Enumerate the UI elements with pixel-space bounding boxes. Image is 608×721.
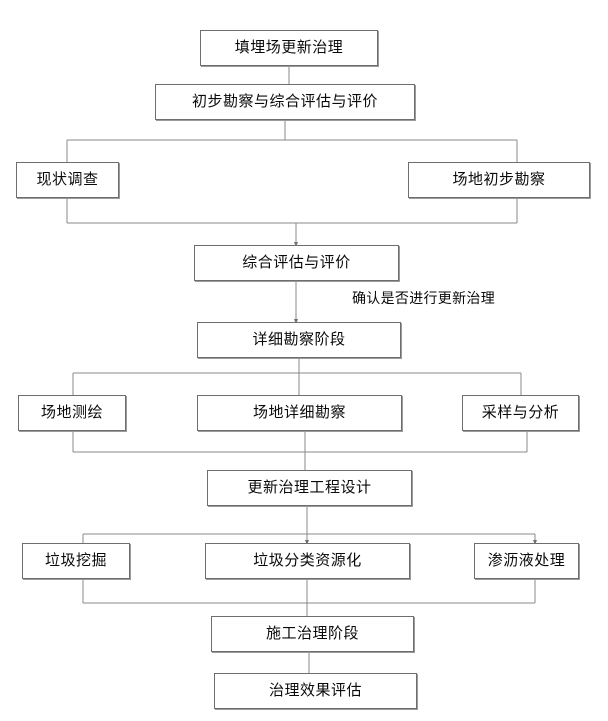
- node-label: 场地测绘: [40, 404, 103, 421]
- node-label: 详细勘察阶段: [252, 331, 346, 348]
- node-landfill-renewal-treatment[interactable]: 填埋场更新治理: [200, 30, 378, 66]
- annotation-confirm-renewal-decision: 确认是否进行更新治理: [352, 292, 495, 307]
- node-label: 场地初步勘察: [452, 171, 546, 188]
- node-construction-treatment-stage[interactable]: 施工治理阶段: [211, 616, 414, 652]
- node-label: 填埋场更新治理: [234, 39, 344, 56]
- node-label: 场地详细勘察: [252, 404, 346, 421]
- node-waste-sorting-resource-recovery[interactable]: 垃圾分类资源化: [205, 543, 410, 579]
- node-label: 更新治理工程设计: [247, 479, 372, 496]
- node-site-preliminary-survey[interactable]: 场地初步勘察: [408, 162, 590, 198]
- node-leachate-treatment[interactable]: 渗沥液处理: [474, 543, 579, 579]
- node-site-mapping[interactable]: 场地测绘: [18, 395, 126, 431]
- node-label: 采样与分析: [481, 404, 560, 421]
- node-sampling-and-analysis[interactable]: 采样与分析: [462, 395, 579, 431]
- node-preliminary-survey-and-assessment[interactable]: 初步勘察与综合评估与评价: [155, 84, 415, 120]
- node-detailed-survey-stage[interactable]: 详细勘察阶段: [197, 322, 401, 358]
- node-label: 现状调查: [36, 171, 99, 188]
- node-label: 初步勘察与综合评估与评价: [191, 93, 378, 110]
- node-label: 施工治理阶段: [265, 625, 359, 642]
- node-label: 垃圾挖掘: [44, 552, 107, 569]
- node-renewal-treatment-engineering-design[interactable]: 更新治理工程设计: [207, 470, 412, 506]
- node-site-detailed-survey[interactable]: 场地详细勘察: [197, 395, 402, 431]
- node-label: 综合评估与评价: [242, 254, 351, 271]
- node-treatment-effect-evaluation[interactable]: 治理效果评估: [214, 673, 417, 709]
- node-waste-excavation[interactable]: 垃圾挖掘: [22, 543, 130, 579]
- node-label: 垃圾分类资源化: [253, 552, 362, 569]
- node-current-status-investigation[interactable]: 现状调查: [16, 162, 119, 198]
- node-label: 治理效果评估: [268, 682, 362, 699]
- node-label: 渗沥液处理: [487, 552, 566, 569]
- node-comprehensive-assessment[interactable]: 综合评估与评价: [194, 245, 399, 281]
